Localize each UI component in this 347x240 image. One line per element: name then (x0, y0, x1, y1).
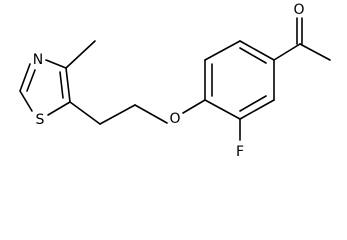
atom-label-oxygen-ether: O (169, 111, 180, 127)
bond-thiazole-s-c5 (47, 101, 71, 116)
bond-ring-1-inner (239, 47, 267, 64)
bond-thiazole-methyl (65, 40, 96, 69)
bond-ring-1 (239, 40, 275, 61)
atom-label-sulfur: S (36, 112, 45, 128)
bond-ether-chain (134, 104, 168, 124)
bond-thiazole-c4-n (45, 59, 67, 69)
atom-label-oxygen-ketone: O (293, 2, 304, 18)
bond-thiazole-n-c2 (19, 63, 31, 92)
bond-ring-4 (204, 99, 241, 120)
structure-diagram: O O F N S (19, 2, 331, 160)
bond-thiazole-c5-c4 (65, 67, 71, 103)
bond-ring-2 (204, 40, 241, 61)
bond-chain-ring (69, 101, 101, 125)
atom-label-fluorine: F (236, 144, 244, 160)
bond-thiazole-c2-s (19, 90, 33, 112)
bond-chain (99, 104, 136, 125)
bond-ring-5 (239, 99, 275, 120)
bond-thiazole-n-c2-inner (26, 69, 36, 92)
bond-ring-5-inner (239, 95, 267, 112)
bond-thiazole-c5-c4-inner (59, 71, 64, 99)
molecule-drawing: O O F N S (19, 2, 331, 160)
bond-acetyl-methyl (299, 43, 331, 61)
bond-ring-ether (182, 99, 206, 114)
bond-acetyl-ring (273, 43, 301, 61)
atom-label-nitrogen: N (33, 52, 43, 68)
